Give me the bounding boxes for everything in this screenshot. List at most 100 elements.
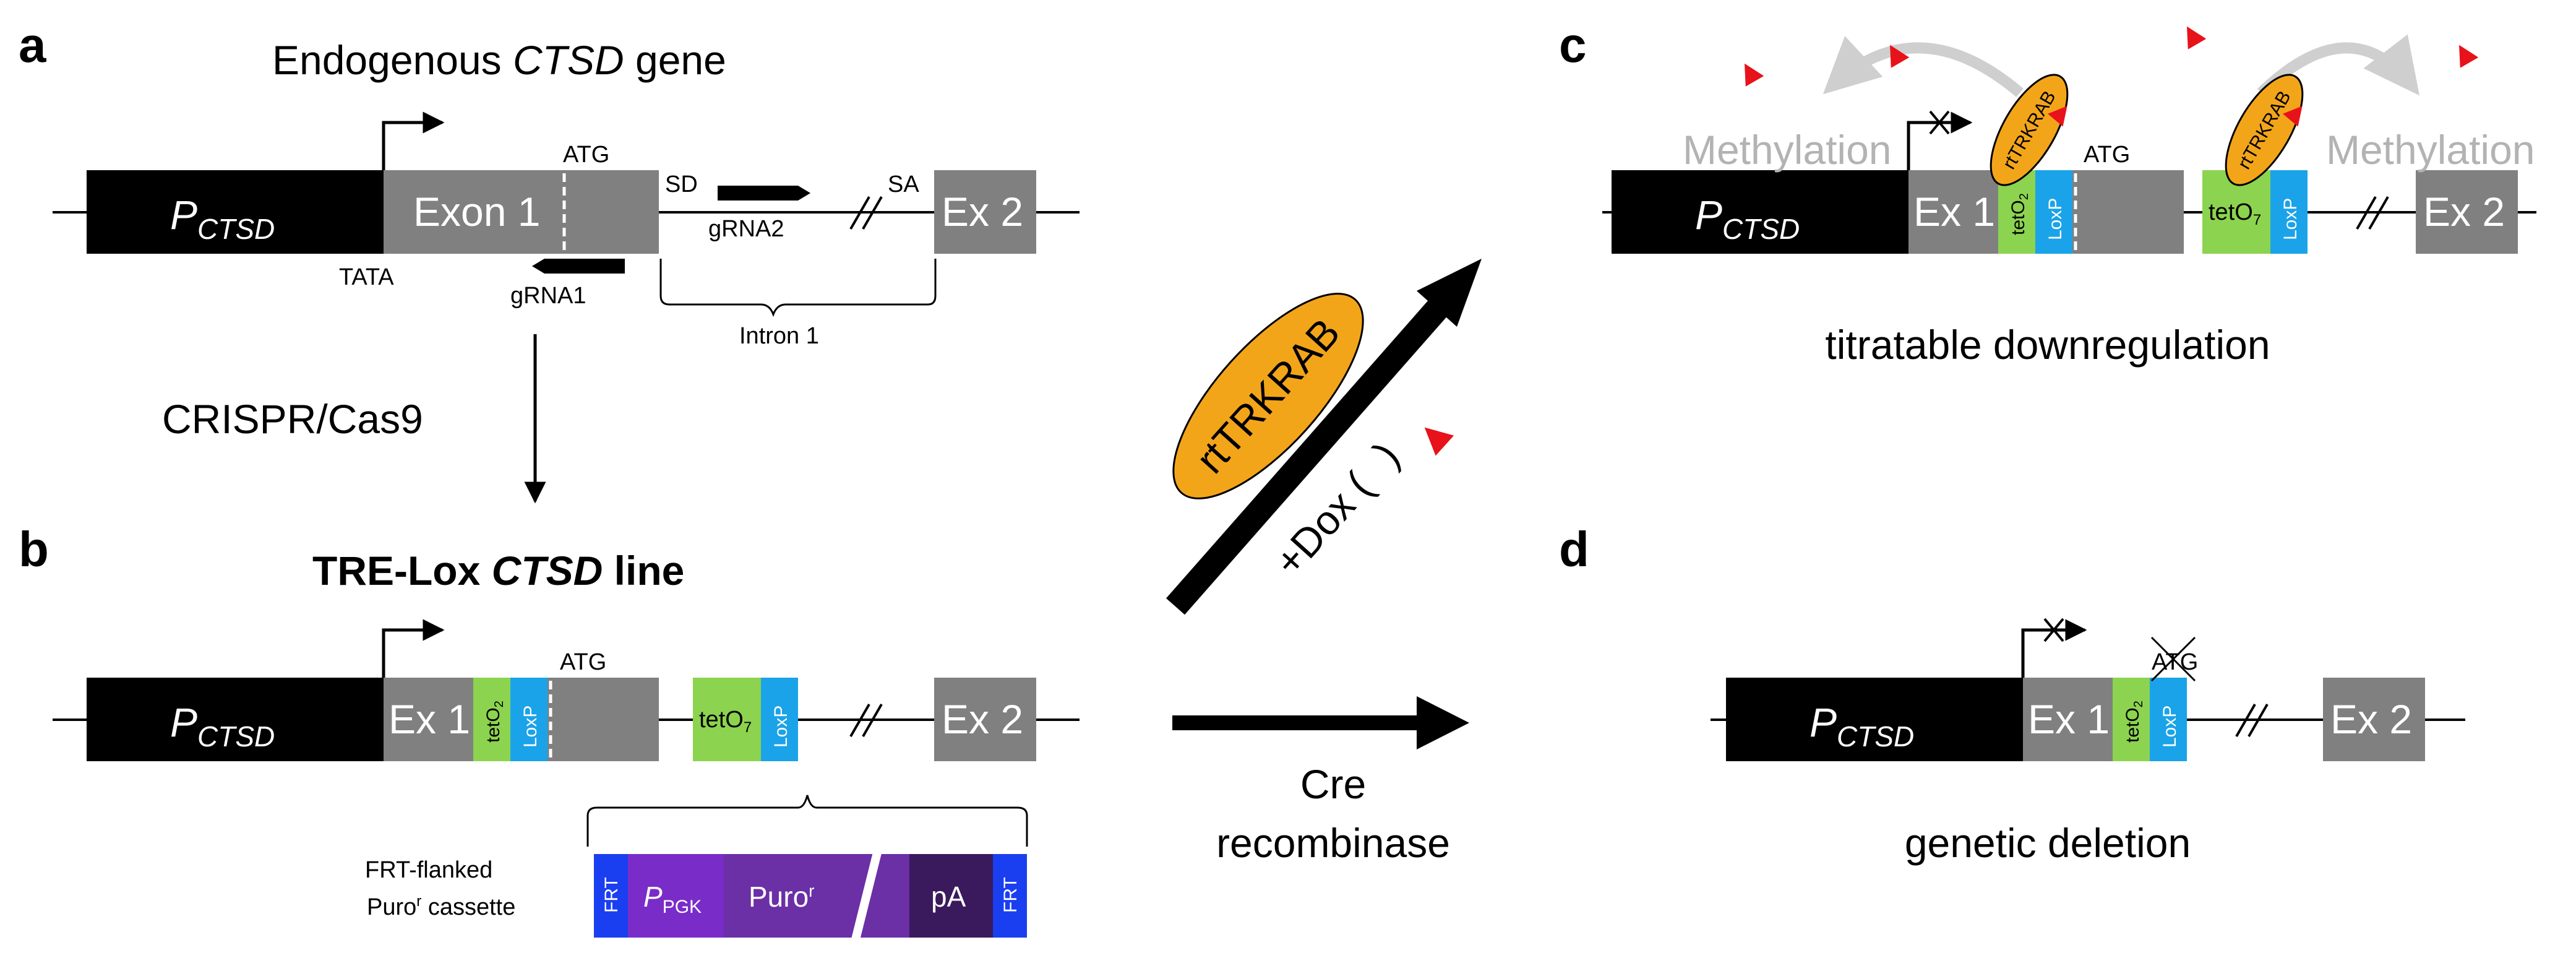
d-caption: genetic deletion <box>1905 820 2191 866</box>
b-tss-arrow <box>382 619 445 678</box>
b-promoter-label: PCTSD <box>170 699 275 753</box>
panel-b-title-gene: CTSD <box>492 548 603 593</box>
c-dox-bound-right-icon <box>2283 106 2303 127</box>
d-loxp-label: LoxP <box>2160 706 2180 748</box>
c-exon1-rest-box <box>2072 170 2184 254</box>
b-puro-label: Puror <box>749 881 815 913</box>
b-promoter-sub: CTSD <box>197 720 275 753</box>
a-tata-label: TATA <box>339 264 394 290</box>
c-methylation-left-label: Methylation <box>1683 127 1892 173</box>
b-ppgk-sub: PGK <box>663 897 702 917</box>
a-intron-brace <box>659 259 937 317</box>
b-loxp2-box <box>761 678 798 761</box>
b-break-mark-2 <box>862 704 883 737</box>
c-dox-bound-left-icon <box>2048 106 2067 127</box>
b-puro-box <box>724 854 909 938</box>
c-ex1-label: Ex 1 <box>1913 189 1995 235</box>
c-methylation-right-label: Methylation <box>2326 127 2535 173</box>
a-promoter-label: PCTSD <box>170 192 275 245</box>
c-break-mark-1 <box>2356 196 2377 230</box>
c-dox-free-icon-1 <box>1745 63 1764 87</box>
crispr-label: CRISPR/Cas9 <box>162 396 423 442</box>
c-ex2-box <box>2416 170 2518 254</box>
cre-arrow-head <box>1417 696 1469 749</box>
b-loxp-box <box>510 678 547 761</box>
rttrkrab-large <box>1172 293 1364 499</box>
c-atg-label: ATG <box>2084 142 2130 168</box>
a-promoter-sub: CTSD <box>197 213 275 245</box>
dox-arrow-shaft <box>1166 288 1458 615</box>
panel-d-gene-map: PCTSD Ex 1 tetO2 LoxP ATG Ex 2 <box>1711 618 2465 761</box>
b-break-mark-1 <box>849 704 870 737</box>
b-teto7-sub: 7 <box>744 719 752 736</box>
c-methylation-arrow-left <box>1823 36 2024 97</box>
panel-b-title: TRE-Lox CTSD line <box>312 548 684 593</box>
panel-a-title-post: gene <box>624 37 726 83</box>
b-ex1-label: Ex 1 <box>389 696 470 742</box>
d-promoter-main: P <box>1810 699 1837 745</box>
c-rttrkrab-left <box>1990 74 2069 186</box>
d-teto2-main: tetO <box>2123 707 2143 743</box>
b-loxp-label: LoxP <box>520 706 541 748</box>
panel-b-gene-map: PCTSD Ex 1 tetO2 LoxP ATG tetO7 LoxP Ex … <box>53 619 1080 847</box>
a-sd-label: SD <box>665 171 698 197</box>
b-ppgk-box <box>628 854 724 938</box>
c-loxp2-box <box>2270 170 2308 254</box>
panel-label-a: a <box>19 17 46 72</box>
b-teto7-box <box>693 678 761 761</box>
c-promoter-label: PCTSD <box>1695 192 1800 245</box>
dox-triangle-icon <box>1424 427 1454 456</box>
d-break-mark-2 <box>2248 704 2269 737</box>
c-loxp-label: LoxP <box>2045 198 2066 240</box>
b-cassette-break <box>849 847 883 948</box>
c-loxp2-label: LoxP <box>2280 198 2301 240</box>
panel-b-title-post: line <box>603 548 684 593</box>
d-promoter-sub: CTSD <box>1837 720 1914 753</box>
b-loxp2-label: LoxP <box>771 706 791 748</box>
b-cassette-label-2-sup: r <box>416 893 421 910</box>
d-ex2-label: Ex 2 <box>2330 696 2412 742</box>
a-exon1-box <box>384 170 659 254</box>
b-ex2-label: Ex 2 <box>942 696 1023 742</box>
a-promoter-main: P <box>170 192 197 238</box>
b-ppgk-main: P <box>643 881 663 913</box>
b-ppgk-label: PPGK <box>643 881 702 917</box>
b-teto7-main: tetO <box>699 707 744 733</box>
c-caption: titratable downregulation <box>1825 322 2270 368</box>
c-loxp-box <box>2035 170 2072 254</box>
a-exon1-label: Exon 1 <box>413 189 540 235</box>
panel-label-c: c <box>1559 17 1587 72</box>
panel-a-title-gene: CTSD <box>513 37 624 83</box>
a-grna1-arrow <box>532 259 625 274</box>
d-ex1-label: Ex 1 <box>2028 696 2110 742</box>
a-tss-arrow <box>382 111 445 170</box>
c-teto7-sub: 7 <box>2253 212 2261 228</box>
d-atg-cross-2 <box>2150 636 2196 682</box>
d-promoter-label: PCTSD <box>1810 699 1914 753</box>
b-ex2-box <box>934 678 1036 761</box>
b-teto2-box <box>473 678 510 761</box>
c-tss-arrow <box>1907 111 1973 170</box>
b-promoter-main: P <box>170 699 197 745</box>
a-ex2-label: Ex 2 <box>942 189 1023 235</box>
b-frt-left-label: FRT <box>601 877 622 913</box>
c-teto2-main: tetO <box>2008 200 2029 235</box>
b-exon1-rest-box <box>547 678 659 761</box>
d-ex1-box <box>2023 678 2113 761</box>
b-cassette-label-2-main: Puro <box>367 894 416 920</box>
b-atg-label: ATG <box>560 649 606 675</box>
cre-arrow-group: Cre recombinase <box>1172 696 1469 866</box>
b-teto2-sub: 2 <box>492 701 506 707</box>
b-teto2-main: tetO <box>483 707 504 743</box>
d-promoter-box <box>1726 678 2023 761</box>
d-tss-arrow <box>2021 619 2087 678</box>
b-cassette-label-2: Puror cassette <box>367 893 515 920</box>
b-pa-box <box>909 854 993 938</box>
c-rttrkrab-right <box>2225 74 2304 186</box>
a-promoter-box <box>87 170 384 254</box>
dox-arrow-head <box>1417 259 1482 327</box>
a-grna2-arrow <box>718 186 810 201</box>
dox-label: +Dox () <box>1265 433 1407 584</box>
a-grna2-label: gRNA2 <box>708 216 784 242</box>
a-sa-label: SA <box>888 171 919 197</box>
